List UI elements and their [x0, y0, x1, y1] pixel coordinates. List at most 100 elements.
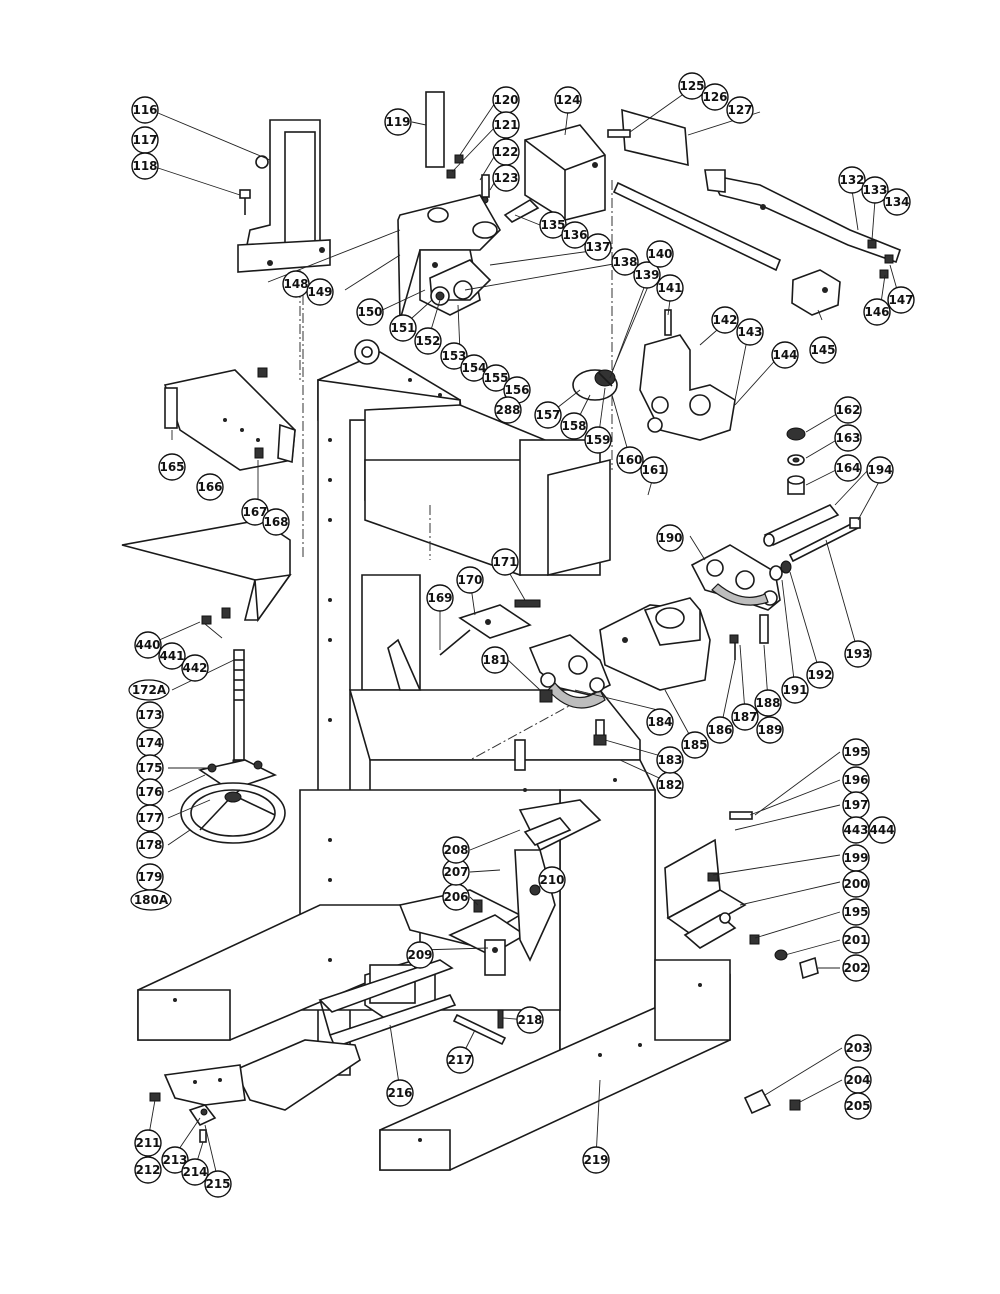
svg-text:166: 166 — [197, 480, 222, 494]
svg-text:161: 161 — [641, 463, 666, 477]
svg-text:195: 195 — [843, 905, 868, 919]
svg-text:120: 120 — [493, 93, 518, 107]
svg-text:195: 195 — [843, 745, 868, 759]
callout-442: 442 — [181, 654, 209, 682]
callout-203: 203 — [844, 1034, 872, 1062]
washers-191-192 — [769, 560, 792, 581]
svg-text:178: 178 — [137, 838, 162, 852]
svg-text:207: 207 — [443, 865, 468, 879]
leader-lines — [147, 87, 901, 1181]
callout-194: 194 — [866, 456, 894, 484]
svg-text:162: 162 — [835, 403, 860, 417]
svg-text:215: 215 — [205, 1177, 230, 1191]
callout-125: 125 — [678, 72, 706, 100]
callout-176: 176 — [136, 778, 164, 806]
svg-text:182: 182 — [657, 778, 682, 792]
svg-text:155: 155 — [483, 371, 508, 385]
svg-text:157: 157 — [535, 408, 560, 422]
svg-text:205: 205 — [845, 1099, 870, 1113]
svg-text:143: 143 — [737, 325, 762, 339]
callout-441: 441 — [158, 642, 186, 670]
callout-197: 197 — [842, 791, 870, 819]
callout-160: 160 — [616, 446, 644, 474]
link-209 — [484, 939, 506, 976]
svg-text:185: 185 — [682, 738, 707, 752]
svg-text:444: 444 — [869, 823, 894, 837]
callout-144: 144 — [771, 341, 799, 369]
callout-138: 138 — [611, 248, 639, 276]
callout-202: 202 — [842, 954, 870, 982]
callout-132: 132 — [838, 166, 866, 194]
callout-288: 288 — [494, 396, 522, 424]
callout-164: 164 — [834, 454, 862, 482]
callout-212: 212 — [134, 1156, 162, 1184]
svg-text:145: 145 — [810, 343, 835, 357]
svg-text:140: 140 — [647, 247, 672, 261]
svg-text:154: 154 — [461, 361, 486, 375]
svg-text:217: 217 — [447, 1053, 472, 1067]
callout-183: 183 — [656, 746, 684, 774]
wedge-part — [387, 638, 526, 771]
callout-206: 206 — [442, 883, 470, 911]
svg-text:201: 201 — [843, 933, 868, 947]
callout-171: 171 — [491, 548, 519, 576]
svg-text:175: 175 — [137, 761, 162, 775]
callout-166: 166 — [196, 473, 224, 501]
rod-long — [612, 181, 782, 272]
callout-178: 178 — [136, 831, 164, 859]
callout-135: 135 — [539, 211, 567, 239]
callout-187: 187 — [731, 703, 759, 731]
callout-175: 175 — [136, 754, 164, 782]
svg-text:173: 173 — [137, 708, 162, 722]
svg-text:218: 218 — [517, 1013, 542, 1027]
svg-text:200: 200 — [843, 877, 868, 891]
screws-195-202 — [707, 811, 819, 980]
svg-text:219: 219 — [583, 1153, 608, 1167]
svg-text:134: 134 — [884, 195, 909, 209]
callout-184: 184 — [646, 708, 674, 736]
svg-text:148: 148 — [283, 277, 308, 291]
callout-211: 211 — [134, 1129, 162, 1157]
callout-163: 163 — [834, 424, 862, 452]
callout-168: 168 — [262, 508, 290, 536]
svg-text:172A: 172A — [132, 683, 167, 697]
svg-text:124: 124 — [555, 93, 580, 107]
svg-text:179: 179 — [137, 870, 162, 884]
callout-188: 188 — [754, 689, 782, 717]
callout-173: 173 — [136, 701, 164, 729]
callout-118: 118 — [131, 152, 159, 180]
callout-137: 137 — [584, 233, 612, 261]
svg-text:194: 194 — [867, 463, 892, 477]
callout-120: 120 — [492, 86, 520, 114]
callout-182: 182 — [656, 771, 684, 799]
svg-text:197: 197 — [843, 798, 868, 812]
callout-169: 169 — [426, 584, 454, 612]
handwheel-178 — [180, 782, 286, 844]
callout-216: 216 — [386, 1079, 414, 1107]
callout-195-top: 195 — [842, 738, 870, 766]
pedal-201 — [683, 912, 737, 949]
callout-181: 181 — [481, 646, 509, 674]
callout-444: 444 — [868, 816, 896, 844]
svg-text:122: 122 — [493, 145, 518, 159]
svg-text:159: 159 — [585, 433, 610, 447]
pedal-frame-216 — [318, 959, 457, 1049]
screws-133-147 — [867, 239, 894, 279]
callout-158: 158 — [560, 412, 588, 440]
svg-text:152: 152 — [415, 334, 440, 348]
svg-text:188: 188 — [755, 696, 780, 710]
rod-194 — [763, 504, 840, 547]
callout-208: 208 — [442, 836, 470, 864]
svg-text:441: 441 — [159, 649, 184, 663]
svg-text:196: 196 — [843, 773, 868, 787]
screws-120-123 — [446, 154, 490, 204]
svg-text:163: 163 — [835, 431, 860, 445]
svg-text:189: 189 — [757, 723, 782, 737]
callout-179: 179 — [136, 863, 164, 891]
callout-143: 143 — [736, 318, 764, 346]
svg-text:137: 137 — [585, 240, 610, 254]
svg-text:117: 117 — [132, 133, 157, 147]
svg-text:138: 138 — [612, 255, 637, 269]
svg-text:126: 126 — [702, 90, 727, 104]
callout-145: 145 — [809, 336, 837, 364]
